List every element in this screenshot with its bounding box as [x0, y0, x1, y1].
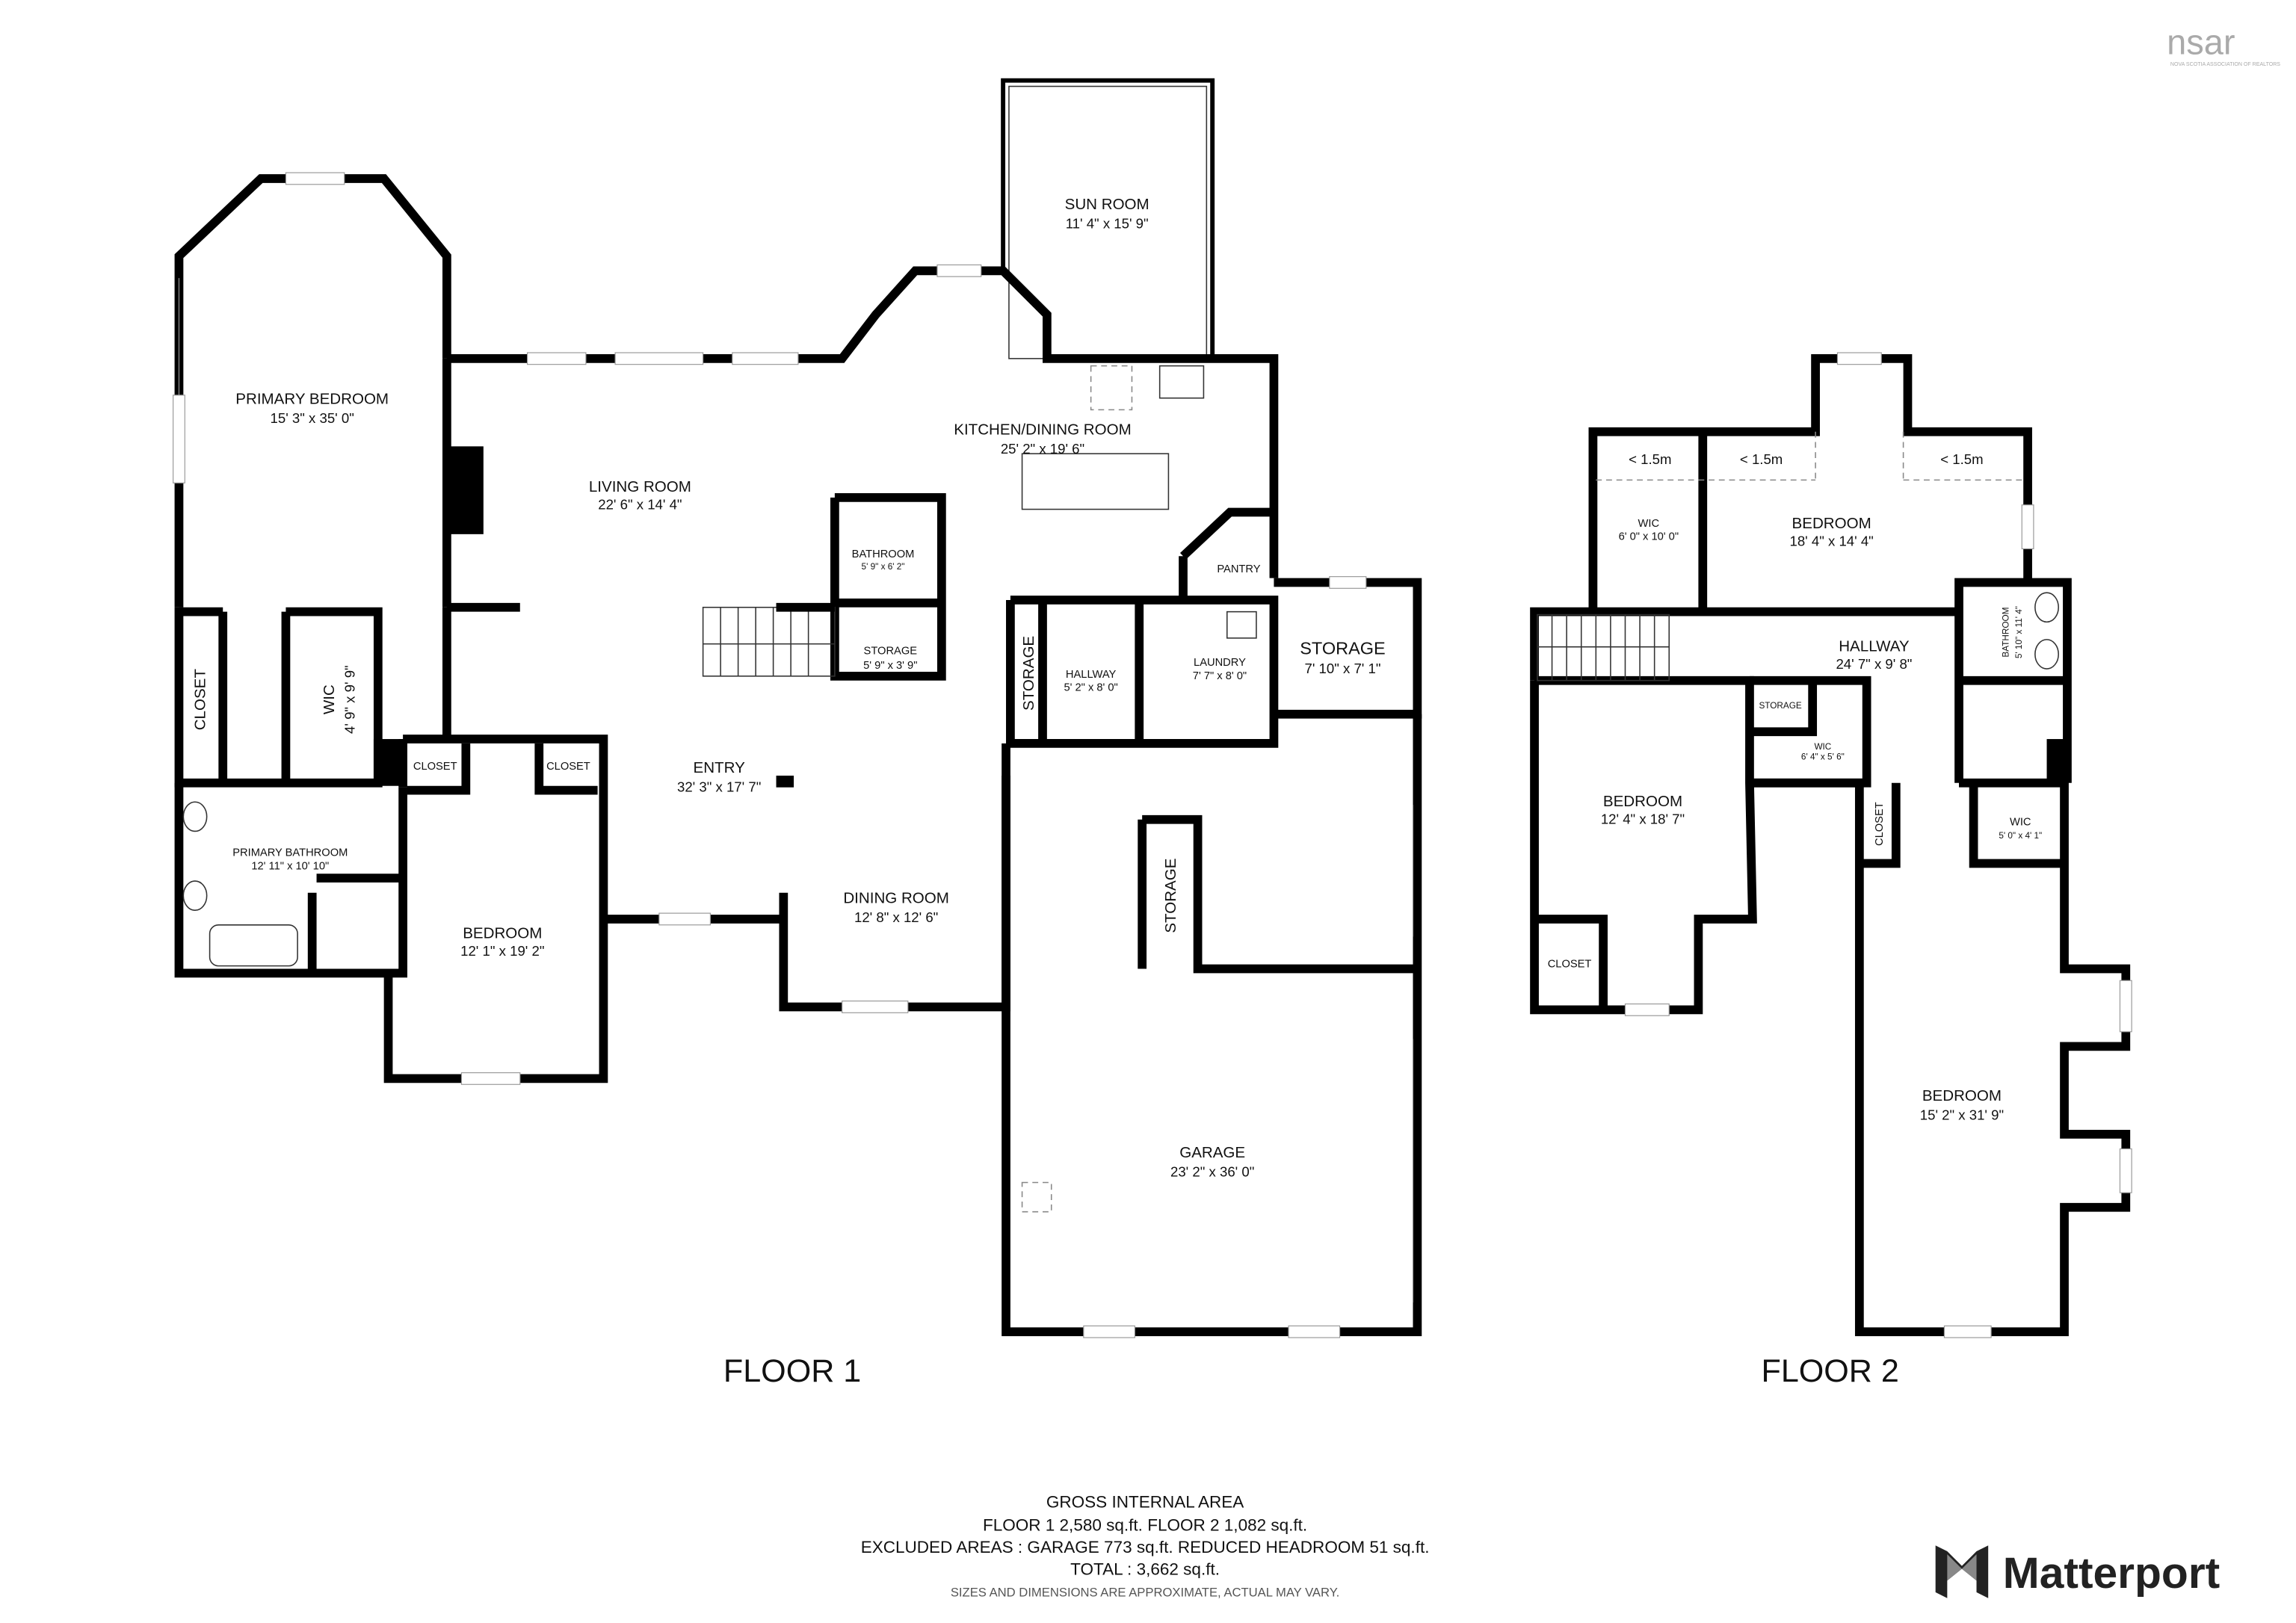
room-dims: 12' 11" x 10' 10" [251, 860, 329, 872]
room-dims: 5' 9" x 3' 9" [863, 660, 917, 672]
room-dims: 12' 4" x 18' 7" [1601, 812, 1685, 827]
floor-2-plan [1530, 352, 2132, 1338]
room-name: CLOSET [1548, 959, 1592, 971]
floor-2-labels: < 1.5m < 1.5m < 1.5m WIC 6' 0" x 10' 0" … [1548, 451, 2043, 1389]
room-name: DINING ROOM [843, 889, 949, 906]
room-name: BATHROOM [852, 548, 915, 560]
nsar-logo-subtitle: NOVA SCOTIA ASSOCIATION OF REALTORS [2170, 62, 2280, 67]
room-dims: 6' 4" x 5' 6" [1801, 752, 1845, 761]
room-dims: 4' 9" x 9' 9" [342, 665, 357, 734]
room-dims: 22' 6" x 14' 4" [598, 497, 682, 513]
summary-floors: FLOOR 1 2,580 sq.ft. FLOOR 2 1,082 sq.ft… [983, 1516, 1307, 1535]
room-dims: 23' 2" x 36' 0" [1170, 1164, 1254, 1180]
room-name: PANTRY [1217, 563, 1260, 575]
summary-title: GROSS INTERNAL AREA [1046, 1492, 1244, 1511]
room-dims: 32' 3" x 17' 7" [677, 779, 761, 795]
room-name: WIC [1814, 742, 1831, 752]
room-name: SUN ROOM [1065, 196, 1149, 213]
room-name: KITCHEN/DINING ROOM [954, 421, 1131, 439]
nsar-logo: nsar NOVA SCOTIA ASSOCIATION OF REALTORS [2167, 22, 2280, 67]
room-dims: 7' 7" x 8' 0" [1193, 670, 1247, 682]
room-name: STORAGE [864, 645, 918, 657]
room-name: WIC [321, 684, 338, 714]
matterport-logo-icon [1935, 1545, 1989, 1598]
floor-1-plan [173, 78, 1422, 1338]
room-name: PRIMARY BATHROOM [232, 847, 348, 859]
room-name: CLOSET [413, 761, 457, 773]
summary-excluded: EXCLUDED AREAS : GARAGE 773 sq.ft. REDUC… [861, 1538, 1430, 1556]
room-dims: 5' 2" x 8' 0" [1064, 681, 1117, 693]
room-dims: 12' 1" x 19' 2" [460, 943, 544, 959]
room-dims: 24' 7" x 9' 8" [1836, 656, 1912, 672]
room-name: STORAGE [1300, 638, 1385, 658]
room-dims: 25' 2" x 19' 6" [1001, 441, 1084, 457]
floor-1-title: FLOOR 1 [723, 1353, 861, 1389]
matterport-logo-text: Matterport [2003, 1549, 2220, 1598]
room-name: BEDROOM [1922, 1087, 2002, 1104]
room-name: BEDROOM [463, 924, 542, 942]
room-dims: 5' 0" x 4' 1" [1999, 831, 2042, 841]
room-dims: 5' 10" x 11' 4" [2014, 606, 2024, 658]
room-name: BEDROOM [1792, 515, 1871, 532]
room-name: LIVING ROOM [589, 478, 691, 495]
summary-disclaimer: SIZES AND DIMENSIONS ARE APPROXIMATE, AC… [951, 1586, 1339, 1600]
room-name: CLOSET [1874, 802, 1886, 846]
room-name: ENTRY [694, 759, 746, 776]
room-name: STORAGE [1020, 636, 1037, 711]
room-dims: 18' 4" x 14' 4" [1789, 534, 1873, 549]
summary-total: TOTAL : 3,662 sq.ft. [1070, 1559, 1220, 1578]
room-name: BATHROOM [2002, 608, 2011, 658]
room-name: WIC [2010, 817, 2031, 829]
area-summary: GROSS INTERNAL AREA FLOOR 1 2,580 sq.ft.… [861, 1492, 1430, 1599]
room-name: STORAGE [1759, 701, 1801, 711]
room-name: < 1.5m [1740, 451, 1783, 467]
room-name: HALLWAY [1839, 638, 1910, 655]
nsar-logo-text: nsar [2167, 22, 2235, 61]
room-dims: 15' 3" x 35' 0" [271, 410, 354, 426]
room-name: BEDROOM [1603, 793, 1682, 810]
room-dims: 12' 8" x 12' 6" [854, 909, 938, 925]
room-dims: 11' 4" x 15' 9" [1066, 216, 1149, 232]
floor-1-labels: SUN ROOM 11' 4" x 15' 9" PRIMARY BEDROOM… [192, 196, 1386, 1389]
room-dims: 15' 2" x 31' 9" [1920, 1107, 2004, 1122]
room-name: CLOSET [192, 669, 209, 731]
room-name: CLOSET [546, 761, 590, 773]
room-name: GARAGE [1179, 1144, 1245, 1161]
room-dims: 7' 10" x 7' 1" [1304, 661, 1380, 676]
room-name: < 1.5m [1629, 451, 1671, 467]
matterport-logo: Matterport [1935, 1545, 2220, 1598]
room-name: LAUNDRY [1194, 657, 1246, 669]
room-dims: 5' 9" x 6' 2" [862, 562, 905, 572]
room-dims: 6' 0" x 10' 0" [1619, 531, 1679, 543]
floor-2-title: FLOOR 2 [1762, 1353, 1899, 1389]
room-name: STORAGE [1162, 859, 1179, 933]
room-name: WIC [1638, 518, 1660, 530]
room-name: < 1.5m [1940, 451, 1983, 467]
room-name: HALLWAY [1066, 669, 1117, 681]
room-name: PRIMARY BEDROOM [235, 391, 389, 408]
